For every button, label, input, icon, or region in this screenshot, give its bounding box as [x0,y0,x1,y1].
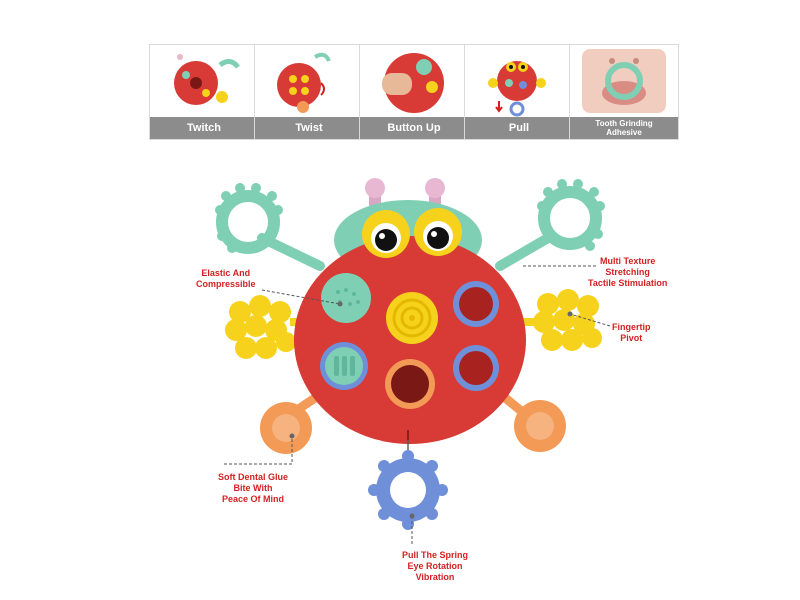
feature-label-tooth-line2: Adhesive [606,128,642,137]
callout-spring-line1: Pull The Spring [402,550,469,560]
feature-label-tooth-grinding: Tooth Grinding Adhesive [570,117,678,139]
callout-fingertip-line2: Pivot [620,333,643,343]
feature-card-twist: Twist [254,44,364,140]
blue-lower-hole-icon [453,345,499,391]
blue-pull-ring-icon [368,440,448,530]
feature-card-tooth-grinding: Tooth Grinding Adhesive [569,44,679,140]
teether-mouth-icon [582,49,666,113]
finger-press-icon [382,53,444,113]
callout-dental-line3: Peace Of Mind [222,494,285,504]
callout-dental-line2: Bite With [233,483,273,493]
right-ring-handle-icon [495,179,605,271]
callout-multi-line3: Tactile Stimulation [588,278,668,288]
feature-card-twitch: Twitch [149,44,259,140]
feature-label-button-up: Button Up [360,117,468,139]
callout-multi-line1: Multi Texture [600,256,656,266]
ladybug-pull-icon [488,61,546,117]
callout-spring-line3: Vibration [415,572,455,582]
red-center-hole-icon [385,359,435,409]
ladybug-twist-icon [277,52,331,113]
callout-multi-texture: Multi Texture Stretching Tactile Stimula… [588,256,667,289]
ladybug-eyes-icon [362,208,462,258]
callout-spring: Pull The Spring Eye Rotation Vibration [402,550,468,583]
callout-dots [289,301,573,519]
callout-fingertip-line1: Fingertip [612,322,651,332]
callout-dental: Soft Dental Glue Bite With Peace Of Mind [218,472,288,505]
callout-fingertip: Fingertip Pivot [612,322,651,344]
feature-label-twitch: Twitch [150,117,258,139]
callout-multi-line2: Stretching [605,267,650,277]
feature-label-twist: Twist [255,117,363,139]
feature-label-pull: Pull [465,117,573,139]
callout-dental-line1: Soft Dental Glue [218,472,289,482]
callout-spring-line2: Eye Rotation [407,561,463,571]
right-orange-foot-icon [493,387,566,452]
callout-leader-lines [224,265,611,546]
mint-ridged-button-icon [320,342,368,390]
left-ring-handle-icon [215,183,325,271]
blue-ring-hole-icon [453,281,499,327]
mint-textured-button-icon [321,273,371,323]
callout-elastic-line1: Elastic And [201,268,251,278]
feature-label-tooth-line1: Tooth Grinding [595,119,653,128]
callout-elastic-line2: Compressible [196,279,256,289]
right-bead-cluster-icon [520,289,602,351]
feature-card-pull: Pull [464,44,574,140]
callout-elastic: Elastic And Compressible [196,268,256,290]
yellow-spiral-button-icon [386,292,438,344]
ladybug-twitch-icon [174,54,240,105]
feature-card-button-up: Button Up [359,44,469,140]
